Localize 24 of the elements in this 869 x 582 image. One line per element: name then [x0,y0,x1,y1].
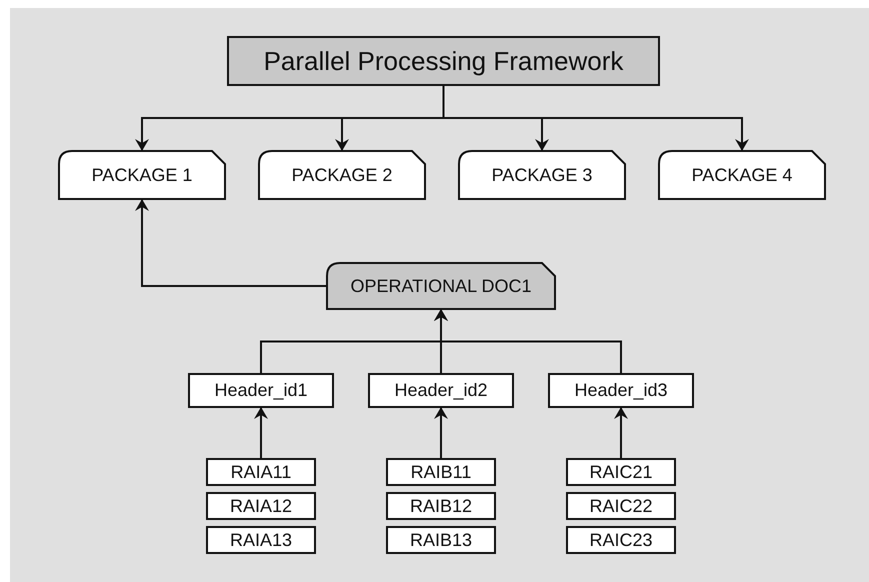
process-box: RAIB12 [386,492,496,520]
process-box: Header_id3 [548,373,694,408]
arrow [254,407,268,458]
process-box: RAIC23 [566,526,676,554]
process-box: RAIA13 [206,526,316,554]
process-box: RAIB13 [386,526,496,554]
arrow [442,86,749,151]
arrow [434,407,448,458]
arrow [434,309,622,373]
tab-box: PACKAGE 1 [58,150,226,200]
process-box: RAIA12 [206,492,316,520]
process-box: RAIA11 [206,458,316,486]
process-box: Parallel Processing Framework [227,36,660,86]
process-box: RAIC22 [566,492,676,520]
tab-box: OPERATIONAL DOC1 [326,262,556,310]
process-box: RAIB11 [386,458,496,486]
process-box: Header_id2 [368,373,514,408]
process-box: RAIC21 [566,458,676,486]
tab-box: PACKAGE 3 [458,150,626,200]
process-box: Header_id1 [188,373,334,408]
arrow [135,199,326,287]
tab-box: PACKAGE 4 [658,150,826,200]
arrow [614,407,628,458]
tab-box: PACKAGE 2 [258,150,426,200]
